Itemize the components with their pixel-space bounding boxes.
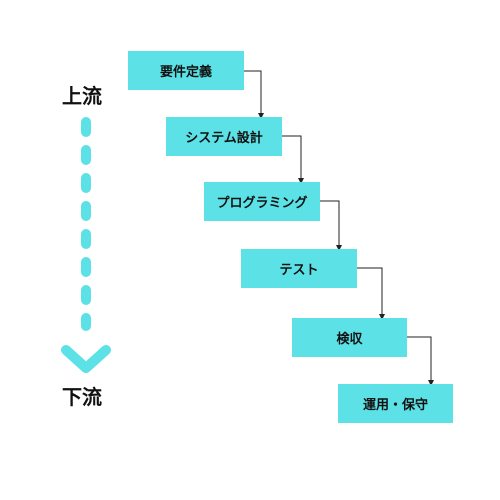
step-box-acceptance: 検収 xyxy=(292,318,407,357)
step-box-testing: テスト xyxy=(241,249,357,288)
step-box-programming: プログラミング xyxy=(204,182,320,221)
connector-arrow xyxy=(407,336,434,386)
step-box-requirements: 要件定義 xyxy=(128,51,244,90)
chevron-down-icon xyxy=(61,345,111,373)
downstream-label: 下流 xyxy=(62,385,102,409)
step-box-system-design: システム設計 xyxy=(166,117,282,156)
flow-direction-arrow xyxy=(61,117,111,373)
step-box-operation-maintenance: 運用・保守 xyxy=(338,384,453,423)
connector-arrow xyxy=(282,135,304,184)
connector-arrow xyxy=(244,70,264,119)
connector-arrow xyxy=(357,267,385,320)
connector-arrow xyxy=(320,200,342,251)
upstream-label: 上流 xyxy=(62,84,102,108)
